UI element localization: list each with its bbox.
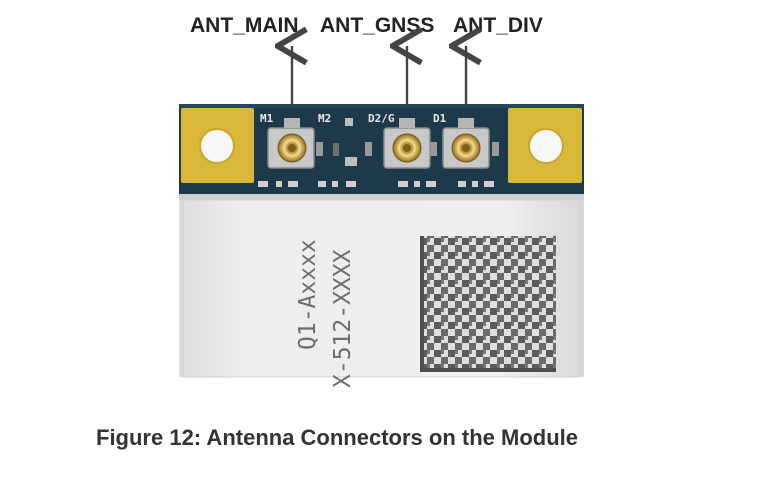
silk-m2: M2 <box>318 112 331 125</box>
shield-text-line2: X-512-XXXX <box>330 249 356 388</box>
mounting-hole-right <box>528 128 564 164</box>
silk-d1: D1 <box>433 112 447 125</box>
shield-text-line1: Q1-Axxxx <box>295 239 321 350</box>
module-photo: M1 M2 D2/G D1 <box>179 0 584 388</box>
data-matrix-finder <box>420 236 556 372</box>
connector-div <box>442 118 490 169</box>
data-matrix-code <box>420 236 556 372</box>
connector-main <box>267 118 315 169</box>
smd-components <box>258 118 499 187</box>
silk-m1: M1 <box>260 112 274 125</box>
ant-main-label: ANT_MAIN <box>190 14 299 37</box>
silk-d2g: D2/G <box>368 112 395 125</box>
figure-caption: Figure 12: Antenna Connectors on the Mod… <box>96 425 578 450</box>
mounting-hole-left <box>199 128 235 164</box>
connector-gnss <box>383 118 431 169</box>
